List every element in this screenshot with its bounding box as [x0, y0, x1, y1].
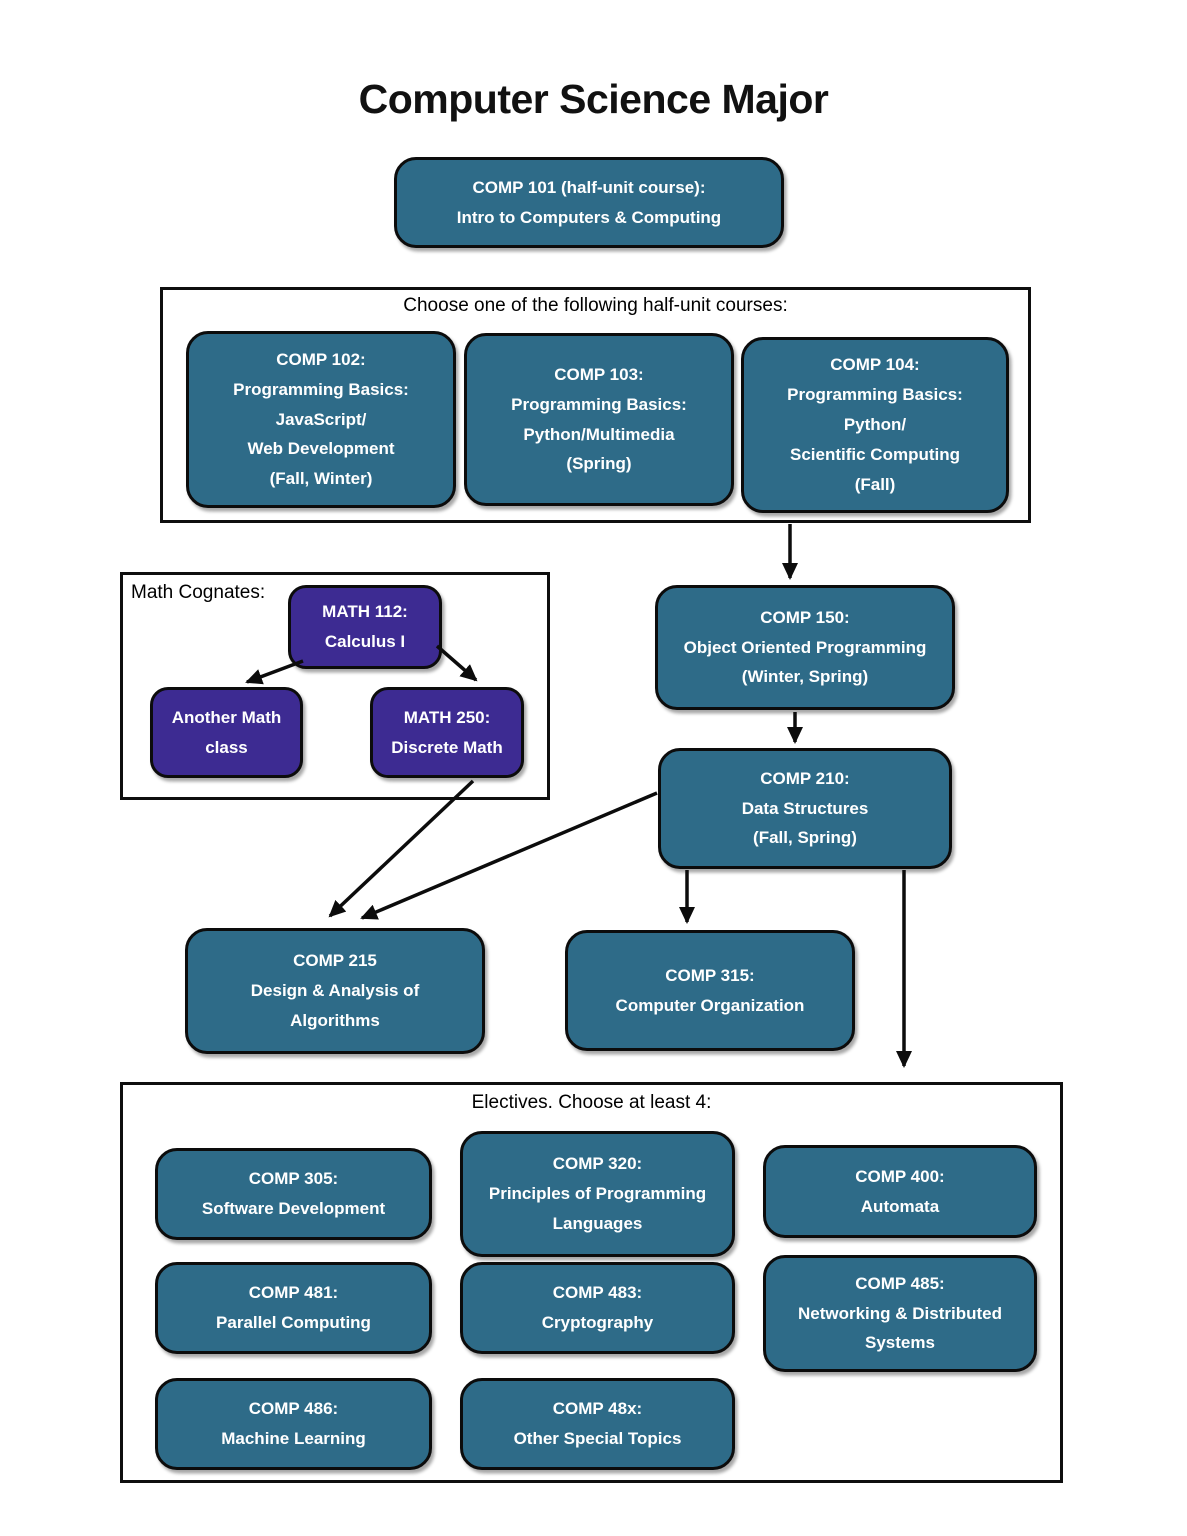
electives-section-frame [120, 1082, 1063, 1483]
arrow-comp210-to-comp215 [360, 791, 658, 920]
course-box-math112: MATH 112: Calculus I [288, 585, 442, 669]
course-box-comp481: COMP 481: Parallel Computing [155, 1262, 432, 1354]
course-box-comp48x: COMP 48x: Other Special Topics [460, 1378, 735, 1470]
course-box-comp150: COMP 150: Object Oriented Programming (W… [655, 585, 955, 710]
page-title: Computer Science Major [358, 76, 829, 122]
arrow-math250-to-comp215 [328, 779, 475, 918]
course-box-comp320: COMP 320: Principles of Programming Lang… [460, 1131, 735, 1257]
course-box-another-math: Another Math class [150, 687, 303, 778]
half-unit-section-frame [160, 287, 1031, 523]
electives-section-header: Electives. Choose at least 4: [471, 1092, 712, 1113]
course-box-comp400: COMP 400: Automata [763, 1145, 1037, 1238]
math-cognates-label: Math Cognates: [131, 582, 266, 603]
course-box-comp210: COMP 210: Data Structures (Fall, Spring) [658, 748, 952, 869]
course-box-comp315: COMP 315: Computer Organization [565, 930, 855, 1051]
course-box-comp305: COMP 305: Software Development [155, 1148, 432, 1240]
course-box-math250: MATH 250: Discrete Math [370, 687, 524, 778]
half-unit-section-header: Choose one of the following half-unit co… [403, 295, 788, 316]
course-box-comp101: COMP 101 (half-unit course): Intro to Co… [394, 157, 784, 248]
course-box-comp485: COMP 485: Networking & Distributed Syste… [763, 1255, 1037, 1372]
course-box-comp104: COMP 104: Programming Basics: Python/ Sc… [741, 337, 1009, 513]
course-box-comp486: COMP 486: Machine Learning [155, 1378, 432, 1470]
course-box-comp483: COMP 483: Cryptography [460, 1262, 735, 1354]
course-box-comp103: COMP 103: Programming Basics: Python/Mul… [464, 333, 734, 506]
course-box-comp102: COMP 102: Programming Basics: JavaScript… [186, 331, 456, 508]
course-box-comp215: COMP 215 Design & Analysis of Algorithms [185, 928, 485, 1054]
